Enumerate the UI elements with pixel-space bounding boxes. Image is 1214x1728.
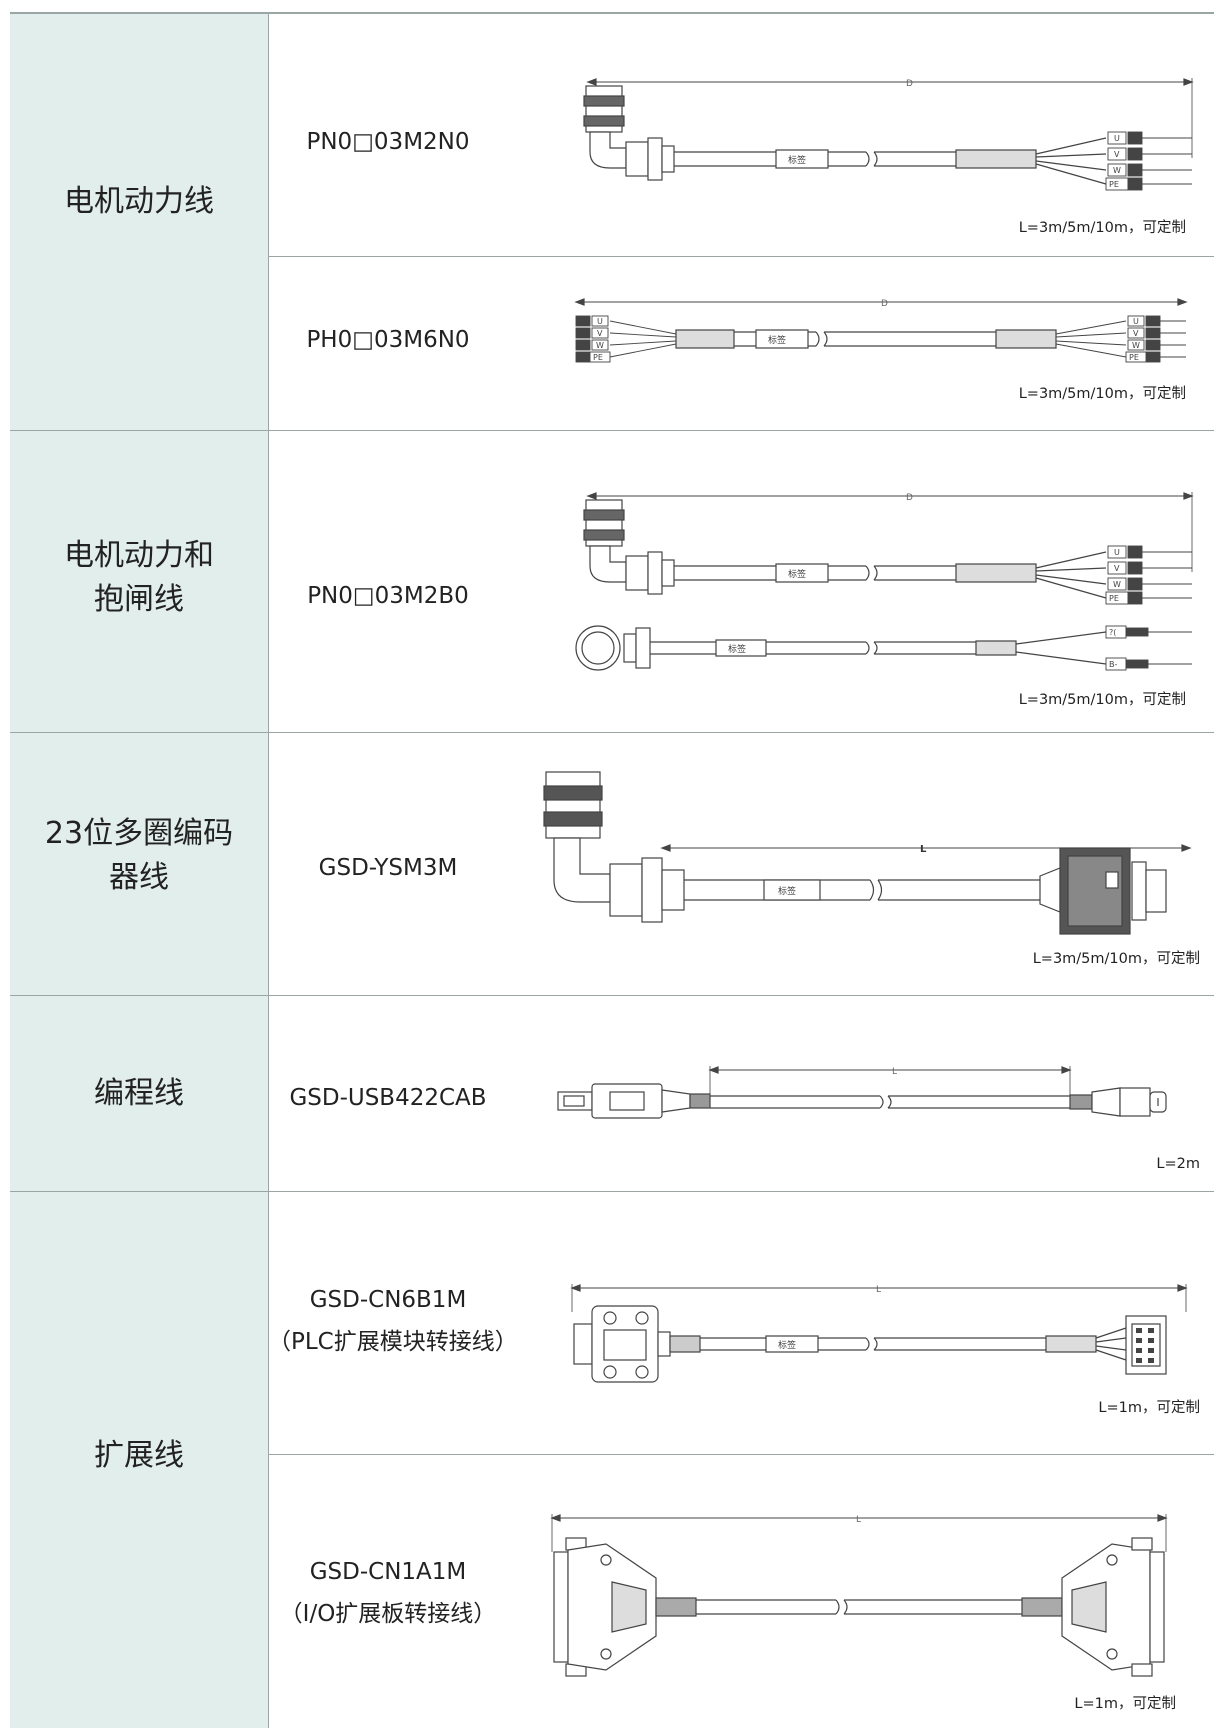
model-pn0-03m2n0: PN0□03M2N0 xyxy=(306,129,470,155)
wire-label-w: W xyxy=(1113,580,1121,589)
cable-drawing-gsd-ysm3m: L 标签 xyxy=(543,771,1192,935)
spec-length: L=3m/5m/10m，可定制 xyxy=(1018,386,1186,402)
cable-drawing-ph0-03m6n0: D U V W PE U V W PE 标签 xyxy=(574,298,1188,363)
spec-length: L=3m/5m/10m，可定制 xyxy=(1018,220,1186,236)
dimension-label: D xyxy=(906,493,913,503)
category-line: 电机动力和 xyxy=(64,538,214,573)
tag-label: 标签 xyxy=(788,568,806,580)
model-pn0-03m2b0: PN0□03M2B0 xyxy=(307,583,469,609)
row-divider xyxy=(268,256,1214,258)
spec-length: L=2m xyxy=(1156,1156,1200,1172)
category-motor-power: 电机动力线 xyxy=(64,184,214,219)
wire-label-u: U xyxy=(597,317,603,326)
model-gsd-ysm3m: GSD-YSM3M xyxy=(318,855,458,881)
wire-label-u: U xyxy=(1114,548,1120,557)
wire-label-u: U xyxy=(1133,317,1139,326)
table-top-border xyxy=(10,12,1214,14)
wire-label-v: V xyxy=(1133,329,1139,338)
model-ph0-03m6n0: PH0□03M6N0 xyxy=(306,327,470,353)
tag-label: 标签 xyxy=(778,1339,796,1351)
model-code: GSD-CN1A1M xyxy=(309,1559,467,1585)
cable-drawing-gsd-usb422cab: L xyxy=(557,1066,1167,1119)
dimension-label: D xyxy=(906,79,913,89)
dimension-label: L xyxy=(920,844,927,855)
wire-label-u: U xyxy=(1114,134,1120,143)
model-code: GSD-CN6B1M xyxy=(309,1287,467,1313)
row-divider xyxy=(10,1191,1214,1193)
spec-length: L=1m，可定制 xyxy=(1074,1696,1176,1712)
category-column xyxy=(10,12,269,1728)
tag-label: 标签 xyxy=(728,643,746,655)
wire-label-w: W xyxy=(1113,166,1121,175)
dimension-label: L xyxy=(876,1285,881,1295)
cable-drawing-gsd-cn1a1m: L xyxy=(550,1514,1168,1677)
category-programming: 编程线 xyxy=(94,1076,184,1111)
dimension-label: D xyxy=(881,299,888,309)
dimension-label: L xyxy=(856,1515,861,1525)
tag-label: 标签 xyxy=(788,154,806,166)
category-line: 抱闸线 xyxy=(94,582,184,617)
cable-drawing-gsd-cn6b1m: L 标签 xyxy=(570,1284,1188,1383)
spec-length: L=3m/5m/10m，可定制 xyxy=(1018,692,1186,708)
spec-length: L=1m，可定制 xyxy=(1098,1400,1200,1416)
row-divider xyxy=(10,732,1214,734)
row-divider xyxy=(10,995,1214,997)
wire-label-pe: PE xyxy=(1129,353,1139,362)
wire-label-v: V xyxy=(1114,564,1120,573)
tag-label: 标签 xyxy=(768,334,786,346)
wire-label-b-minus: B- xyxy=(1109,660,1117,669)
category-extension: 扩展线 xyxy=(94,1438,184,1473)
wire-label-b-plus: ?( xyxy=(1109,628,1116,637)
model-gsd-cn1a1m: GSD-CN1A1M （I/O扩展板转接线） xyxy=(268,1554,508,1632)
row-divider xyxy=(10,430,1214,432)
tag-label: 标签 xyxy=(778,885,796,897)
category-line: 器线 xyxy=(109,860,169,895)
model-note: （I/O扩展板转接线） xyxy=(279,1601,497,1627)
wire-label-pe: PE xyxy=(1109,594,1119,603)
category-line: 23位多圈编码 xyxy=(44,816,234,851)
category-motor-power-brake: 电机动力和 抱闸线 xyxy=(10,534,268,622)
category-encoder: 23位多圈编码 器线 xyxy=(10,812,268,900)
model-gsd-usb422cab: GSD-USB422CAB xyxy=(289,1085,487,1111)
model-note: （PLC扩展模块转接线） xyxy=(268,1329,518,1355)
wire-label-w: W xyxy=(596,341,604,350)
spec-length: L=3m/5m/10m，可定制 xyxy=(1032,951,1200,967)
dimension-label: L xyxy=(892,1067,897,1077)
model-gsd-cn6b1m: GSD-CN6B1M （PLC扩展模块转接线） xyxy=(268,1282,518,1360)
wire-label-v: V xyxy=(1114,150,1120,159)
wire-label-pe: PE xyxy=(593,353,603,362)
cable-drawing-pn0-03m2n0: D 标签 U V W PE xyxy=(583,78,1194,191)
row-divider xyxy=(268,1454,1214,1456)
wire-label-w: W xyxy=(1132,341,1140,350)
cable-drawing-pn0-03m2b0: D 标签 U V W PE 标签 xyxy=(575,492,1194,671)
wire-label-v: V xyxy=(597,329,603,338)
cable-spec-table: 电机动力线 电机动力和 抱闸线 23位多圈编码 器线 编程线 扩展线 PN0□0… xyxy=(10,12,1214,1728)
wire-label-pe: PE xyxy=(1109,180,1119,189)
